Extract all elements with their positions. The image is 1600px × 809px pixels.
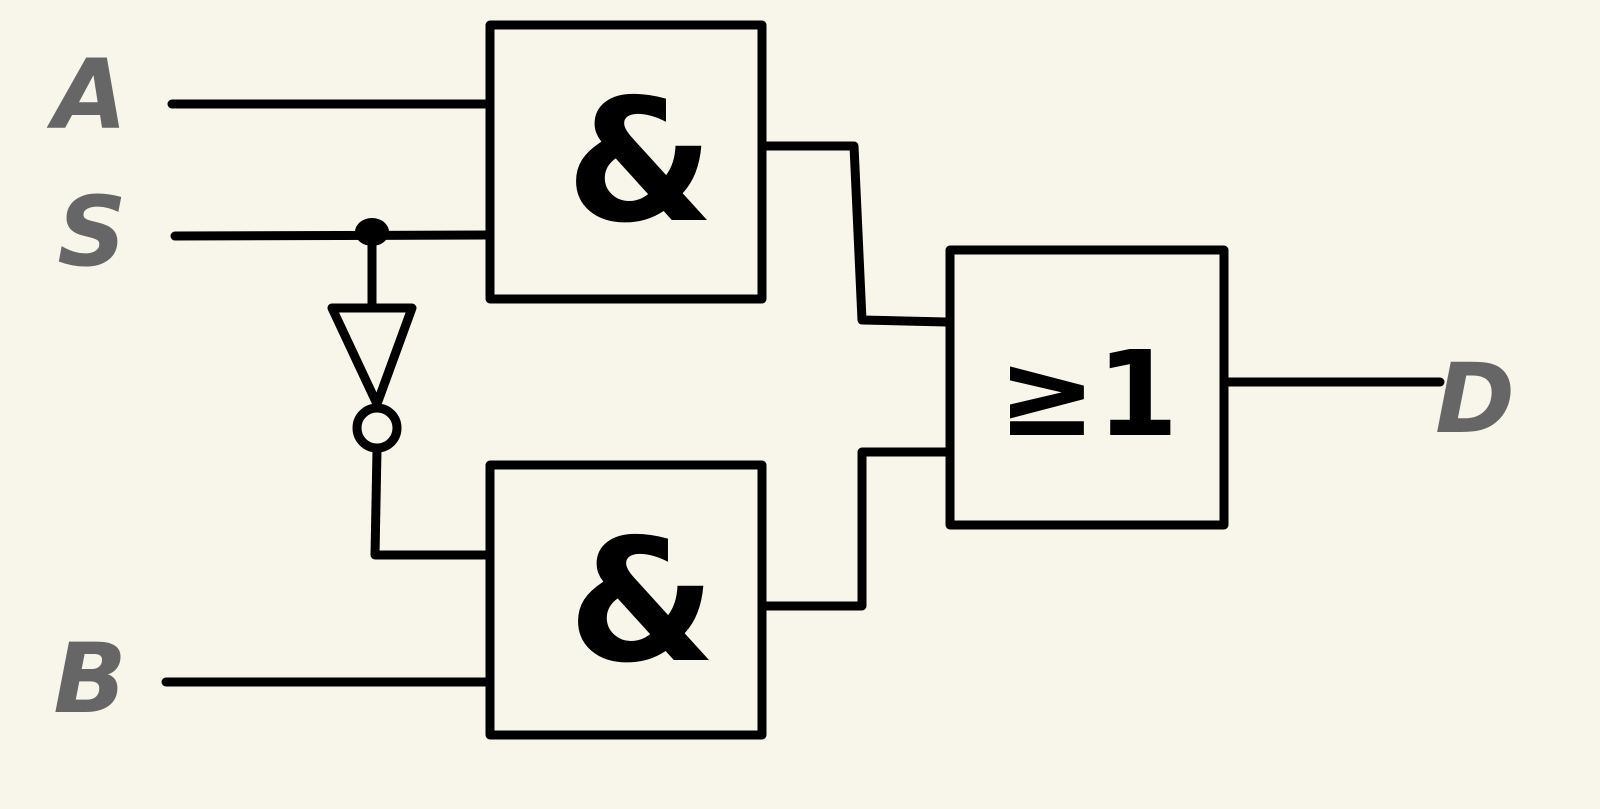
wire-and-top-to-or xyxy=(761,141,951,327)
junction-dot-icon xyxy=(355,218,389,246)
wire-and-bottom-to-or xyxy=(761,447,951,611)
or-gate-symbol: ≥1 xyxy=(998,325,1179,463)
input-label-a: A xyxy=(46,39,127,151)
and-gate-top-symbol: & xyxy=(566,63,714,261)
input-label-s: S xyxy=(57,176,126,288)
wire-notS-to-and-bottom xyxy=(370,445,491,560)
input-label-b: B xyxy=(53,623,126,735)
and-gate-bottom-symbol: & xyxy=(568,503,716,701)
and-gate-top xyxy=(485,20,767,304)
or-gate xyxy=(945,245,1229,530)
not-gate-icon xyxy=(327,303,417,453)
and-gate-bottom xyxy=(485,460,767,740)
wire-s xyxy=(170,230,491,241)
output-label-d: D xyxy=(1435,343,1515,455)
